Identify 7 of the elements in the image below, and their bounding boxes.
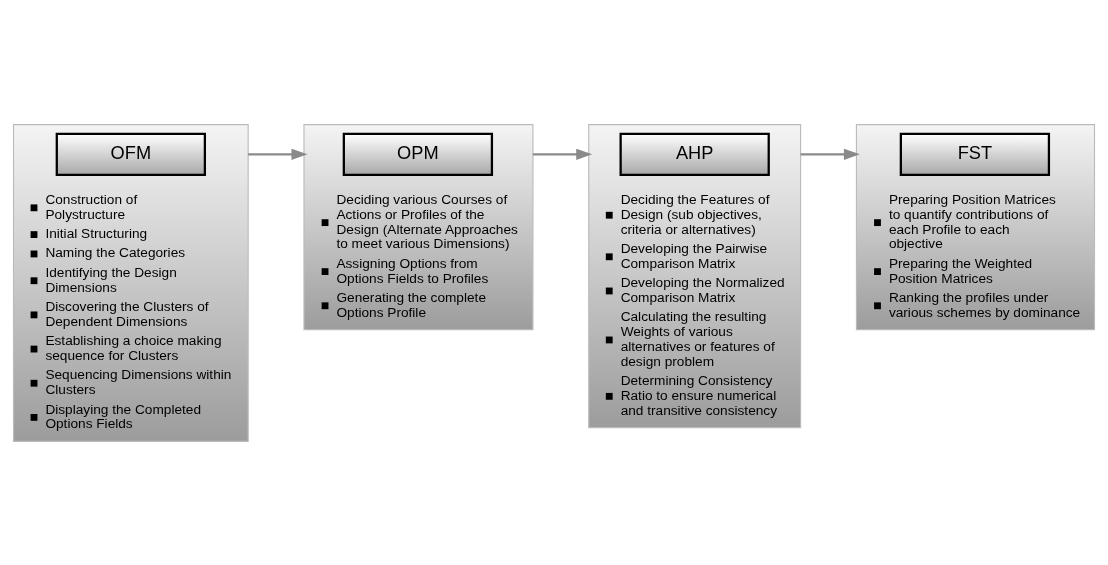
node-box: FST (899, 132, 1051, 176)
node-box: AHP (619, 132, 770, 176)
node-box: OFM (55, 132, 206, 176)
arrow (248, 148, 308, 160)
node-box: OPM (342, 132, 494, 176)
arrow (532, 148, 593, 160)
arrow (800, 148, 860, 160)
